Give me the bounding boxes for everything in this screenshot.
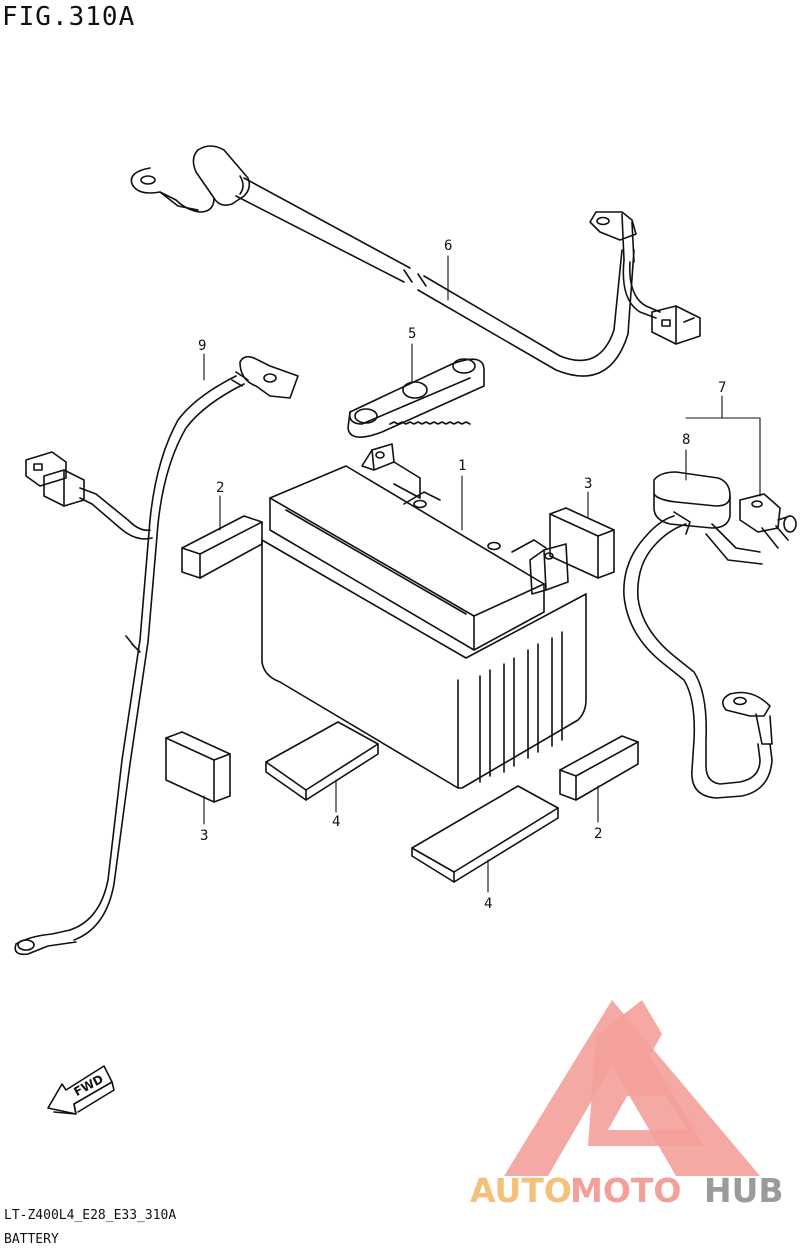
callout-8: 8 xyxy=(682,432,690,448)
callout-7: 7 xyxy=(718,380,726,396)
wire-harness-part-9 xyxy=(14,355,299,956)
fuse-holder-part-7 xyxy=(623,471,797,799)
watermark-hub: HUB xyxy=(704,1171,784,1210)
pad-part-3-right xyxy=(549,507,615,579)
battery-cable-part-6 xyxy=(130,145,701,377)
callout-9: 9 xyxy=(198,338,206,354)
callout-3-left: 3 xyxy=(200,828,208,844)
sheet-part-4-left xyxy=(265,721,379,801)
footer-section-name: BATTERY xyxy=(4,1232,59,1247)
figure-title: FIG.310A xyxy=(2,2,136,32)
callout-2-right: 2 xyxy=(594,826,602,842)
fwd-arrow-icon: FWD xyxy=(47,1065,115,1115)
watermark-auto: AUTO xyxy=(470,1171,572,1210)
pad-part-3-left xyxy=(165,731,231,803)
watermark-logo: AUTO MOTO HUB xyxy=(470,1000,784,1210)
callout-5: 5 xyxy=(408,326,416,342)
callout-1: 1 xyxy=(458,458,466,474)
battery-part-1 xyxy=(261,443,587,789)
callout-4-right: 4 xyxy=(484,896,492,912)
callout-4-left: 4 xyxy=(332,814,340,830)
terminal-bar-part-5 xyxy=(347,358,485,438)
fuse-part-8 xyxy=(653,471,731,529)
cushion-part-2-right xyxy=(559,735,639,801)
leader-lines xyxy=(203,255,761,893)
footer-model-code: LT-Z400L4_E28_E33_310A xyxy=(4,1208,177,1223)
sheet-part-4-right xyxy=(411,785,559,883)
cushion-part-2-left xyxy=(181,515,263,579)
callout-6: 6 xyxy=(444,238,452,254)
watermark-moto: MOTO xyxy=(570,1171,681,1210)
callout-2-left: 2 xyxy=(216,480,224,496)
callout-3-right: 3 xyxy=(584,476,592,492)
